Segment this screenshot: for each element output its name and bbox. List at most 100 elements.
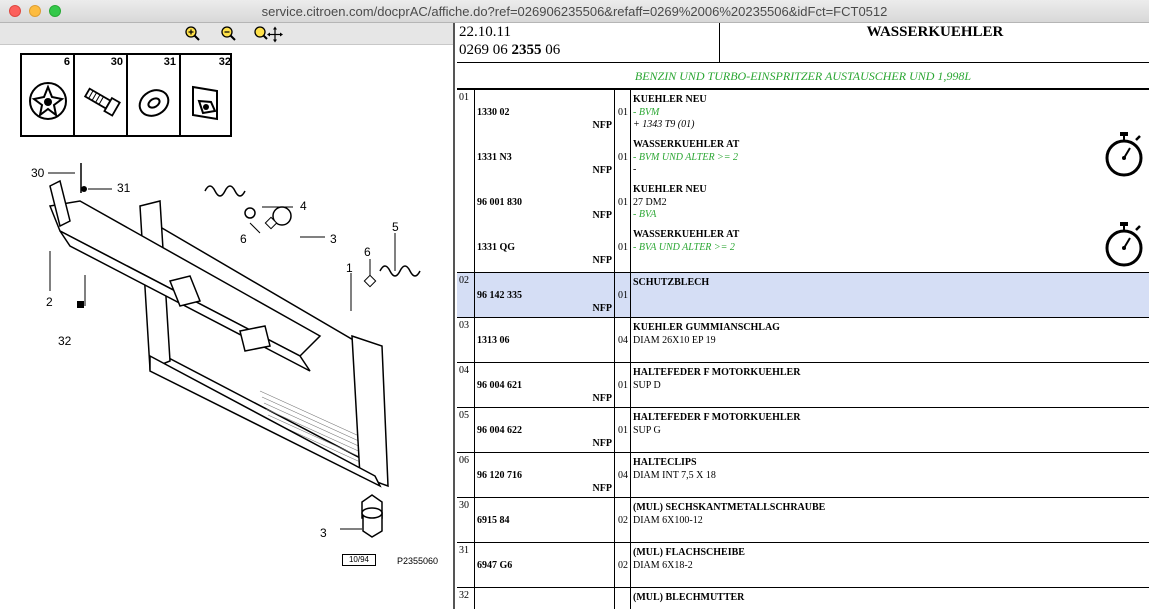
part-quantity: 01 bbox=[618, 380, 628, 391]
part-reference: 96 001 830 bbox=[477, 197, 522, 208]
diagram-toolbar bbox=[0, 23, 453, 45]
legend-item[interactable]: 30 bbox=[75, 55, 128, 135]
part-reference: 1331 N3 bbox=[477, 152, 512, 163]
nfp-flag: NFP bbox=[592, 393, 612, 404]
column-divider bbox=[614, 453, 615, 497]
callout-6b: 6 bbox=[364, 245, 371, 259]
part-detail: - bbox=[633, 164, 637, 175]
column-divider bbox=[474, 318, 475, 362]
part-reference: 1331 QG bbox=[477, 242, 516, 253]
part-quantity: 01 bbox=[618, 425, 628, 436]
column-divider bbox=[474, 90, 475, 272]
part-detail: DIAM 6X100-12 bbox=[633, 515, 703, 526]
part-quantity: 01 bbox=[618, 290, 628, 301]
part-name: KUEHLER NEU bbox=[633, 94, 707, 105]
column-divider bbox=[474, 408, 475, 452]
part-name: KUEHLER GUMMIANSCHLAG bbox=[633, 322, 780, 333]
part-name: WASSERKUEHLER AT bbox=[633, 139, 740, 150]
callout-3b: 3 bbox=[320, 526, 327, 540]
nfp-flag: NFP bbox=[592, 210, 612, 221]
column-divider bbox=[474, 498, 475, 542]
close-window-button[interactable] bbox=[9, 5, 21, 17]
part-detail: DIAM INT 7,5 X 18 bbox=[633, 470, 716, 481]
part-reference: 96 142 335 bbox=[477, 290, 522, 301]
part-detail: - BVA UND ALTER >= 2 bbox=[633, 242, 735, 253]
exploded-diagram bbox=[48, 163, 421, 538]
stopwatch-icon[interactable] bbox=[1103, 221, 1145, 267]
callout-5: 5 bbox=[392, 220, 399, 234]
part-detail: + 1343 T9 (01) bbox=[633, 119, 695, 130]
zoom-window-button[interactable] bbox=[49, 5, 61, 17]
minimize-window-button[interactable] bbox=[29, 5, 41, 17]
callout-4: 4 bbox=[300, 199, 307, 213]
zoom-out-button[interactable] bbox=[219, 25, 239, 43]
part-reference: 6915 84 bbox=[477, 515, 510, 526]
part-name: SCHUTZBLECH bbox=[633, 277, 710, 288]
parts-header: 22.10.11 0269 06 2355 06 WASSERKUEHLER bbox=[457, 23, 1149, 63]
flat-washer-icon bbox=[138, 89, 170, 117]
group-number: 02 bbox=[459, 275, 469, 286]
diagram-date: 10/94 bbox=[342, 554, 376, 566]
column-divider bbox=[614, 363, 615, 407]
group-number: 06 bbox=[459, 455, 469, 466]
zoom-pan-button[interactable] bbox=[253, 25, 283, 43]
column-divider bbox=[630, 90, 631, 272]
group-number: 30 bbox=[459, 500, 469, 511]
plate-code: P2355060 bbox=[397, 556, 439, 566]
page-title: WASSERKUEHLER bbox=[866, 24, 1004, 40]
callout-6: 6 bbox=[240, 232, 247, 246]
parts-group-row[interactable]: 32(MUL) BLECHMUTTER bbox=[457, 588, 1149, 609]
column-divider bbox=[474, 363, 475, 407]
window-title-bar: service.citroen.com/docprAC/affiche.do?r… bbox=[0, 0, 1149, 23]
column-divider bbox=[630, 363, 631, 407]
part-name: WASSERKUEHLER AT bbox=[633, 229, 740, 240]
header-date: 22.10.11 bbox=[459, 24, 511, 40]
column-divider bbox=[474, 543, 475, 587]
stopwatch-icon[interactable] bbox=[1103, 131, 1145, 177]
nfp-flag: NFP bbox=[592, 438, 612, 449]
zoom-in-button[interactable] bbox=[183, 25, 203, 43]
part-detail: - BVM UND ALTER >= 2 bbox=[633, 152, 739, 163]
group-number: 31 bbox=[459, 545, 469, 556]
part-name: HALTEFEDER F MOTORKUEHLER bbox=[633, 367, 801, 378]
zoom-out-icon bbox=[221, 26, 236, 41]
column-divider bbox=[614, 498, 615, 542]
zoom-pan-icon bbox=[254, 26, 283, 43]
parts-list-panel: 22.10.11 0269 06 2355 06 WASSERKUEHLER B… bbox=[457, 23, 1149, 609]
nfp-flag: NFP bbox=[592, 483, 612, 494]
part-name: (MUL) SECHSKANTMETALLSCHRAUBE bbox=[633, 502, 826, 513]
group-number: 01 bbox=[459, 92, 469, 103]
part-detail: SUP G bbox=[633, 425, 661, 436]
group-number: 05 bbox=[459, 410, 469, 421]
column-divider bbox=[630, 453, 631, 497]
legend-item[interactable]: 6 bbox=[22, 55, 75, 135]
part-detail: DIAM 26X10 EP 19 bbox=[633, 335, 716, 346]
part-reference: 96 004 621 bbox=[477, 380, 522, 391]
part-name: (MUL) FLACHSCHEIBE bbox=[633, 547, 745, 558]
callout-2: 2 bbox=[46, 295, 53, 309]
group-number: 03 bbox=[459, 320, 469, 331]
cage-nut-icon bbox=[192, 85, 218, 121]
legend-item[interactable]: 31 bbox=[128, 55, 181, 135]
callout-32: 32 bbox=[58, 334, 72, 348]
nfp-flag: NFP bbox=[592, 255, 612, 266]
part-quantity: 01 bbox=[618, 107, 628, 118]
part-detail: - BVA bbox=[633, 209, 657, 220]
column-divider bbox=[630, 588, 631, 609]
legend-item[interactable]: 32 bbox=[181, 55, 234, 135]
callout-30: 30 bbox=[31, 166, 45, 180]
part-reference: 96 120 716 bbox=[477, 470, 522, 481]
column-divider bbox=[614, 588, 615, 609]
part-detail: DIAM 6X18-2 bbox=[633, 560, 693, 571]
part-name: (MUL) BLECHMUTTER bbox=[633, 592, 745, 603]
part-reference: 1313 06 bbox=[477, 335, 510, 346]
